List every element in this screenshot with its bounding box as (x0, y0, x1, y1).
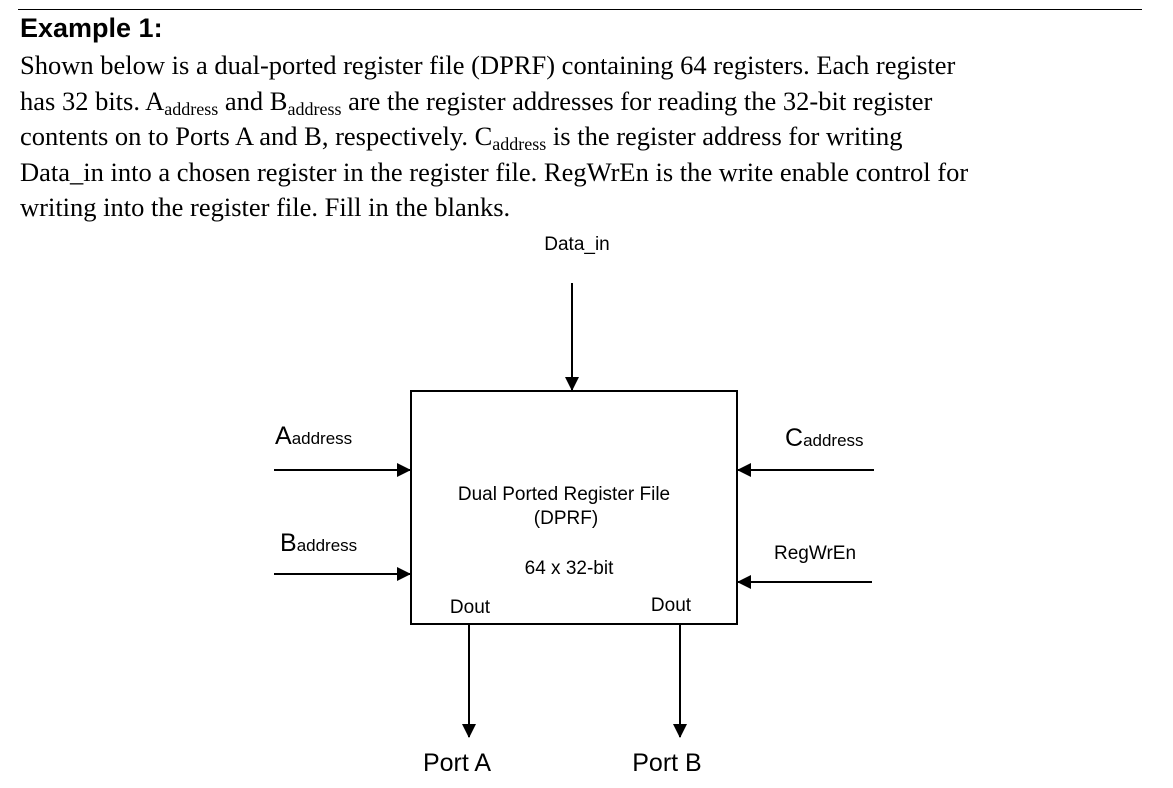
subscript-address: address (492, 134, 547, 155)
statement-text: contents on to Ports A and B, respective… (20, 121, 493, 152)
problem-statement: Shown below is a dual-ported register fi… (20, 48, 1150, 226)
statement-text: is the register address for writing (546, 121, 903, 152)
block-title-line-2: (DPRF) (534, 508, 598, 529)
c-address-label: Caddress (785, 424, 864, 452)
block-title-line-1: Dual Ported Register File (458, 484, 670, 505)
b-address-sub: address (297, 536, 357, 555)
data-in-label: Data_in (544, 234, 610, 255)
a-address-main: A (275, 422, 292, 450)
statement-line-3: contents on to Ports A and B, respective… (20, 119, 1150, 155)
subscript-address: address (164, 98, 219, 119)
statement-line-1: Shown below is a dual-ported register fi… (20, 50, 956, 80)
a-address-label: Aaddress (275, 422, 352, 450)
statement-text: and B (218, 85, 288, 116)
statement-text: has 32 bits. A (20, 85, 165, 116)
block-size-label: 64 x 32-bit (525, 558, 614, 579)
statement-line-2: has 32 bits. Aaddress and Baddress are t… (20, 84, 1150, 120)
statement-text: are the register addresses for reading t… (341, 85, 933, 116)
c-address-main: C (785, 424, 803, 452)
dout-right-label: Dout (651, 595, 692, 616)
dout-left-label: Dout (450, 597, 491, 618)
b-address-label: Baddress (280, 529, 357, 557)
example-heading: Example 1: (20, 13, 163, 43)
statement-line-5: writing into the register file. Fill in … (20, 192, 511, 223)
port-b-label: Port B (632, 749, 701, 777)
top-rule (18, 9, 1142, 10)
b-address-main: B (280, 529, 297, 557)
port-a-label: Port A (423, 749, 491, 777)
statement-line-4: Data_in into a chosen register in the re… (20, 156, 969, 187)
subscript-address: address (287, 98, 342, 119)
regwren-label: RegWrEn (774, 543, 856, 564)
register-file-block (410, 390, 738, 625)
c-address-sub: address (803, 431, 863, 450)
a-address-sub: address (292, 429, 352, 448)
